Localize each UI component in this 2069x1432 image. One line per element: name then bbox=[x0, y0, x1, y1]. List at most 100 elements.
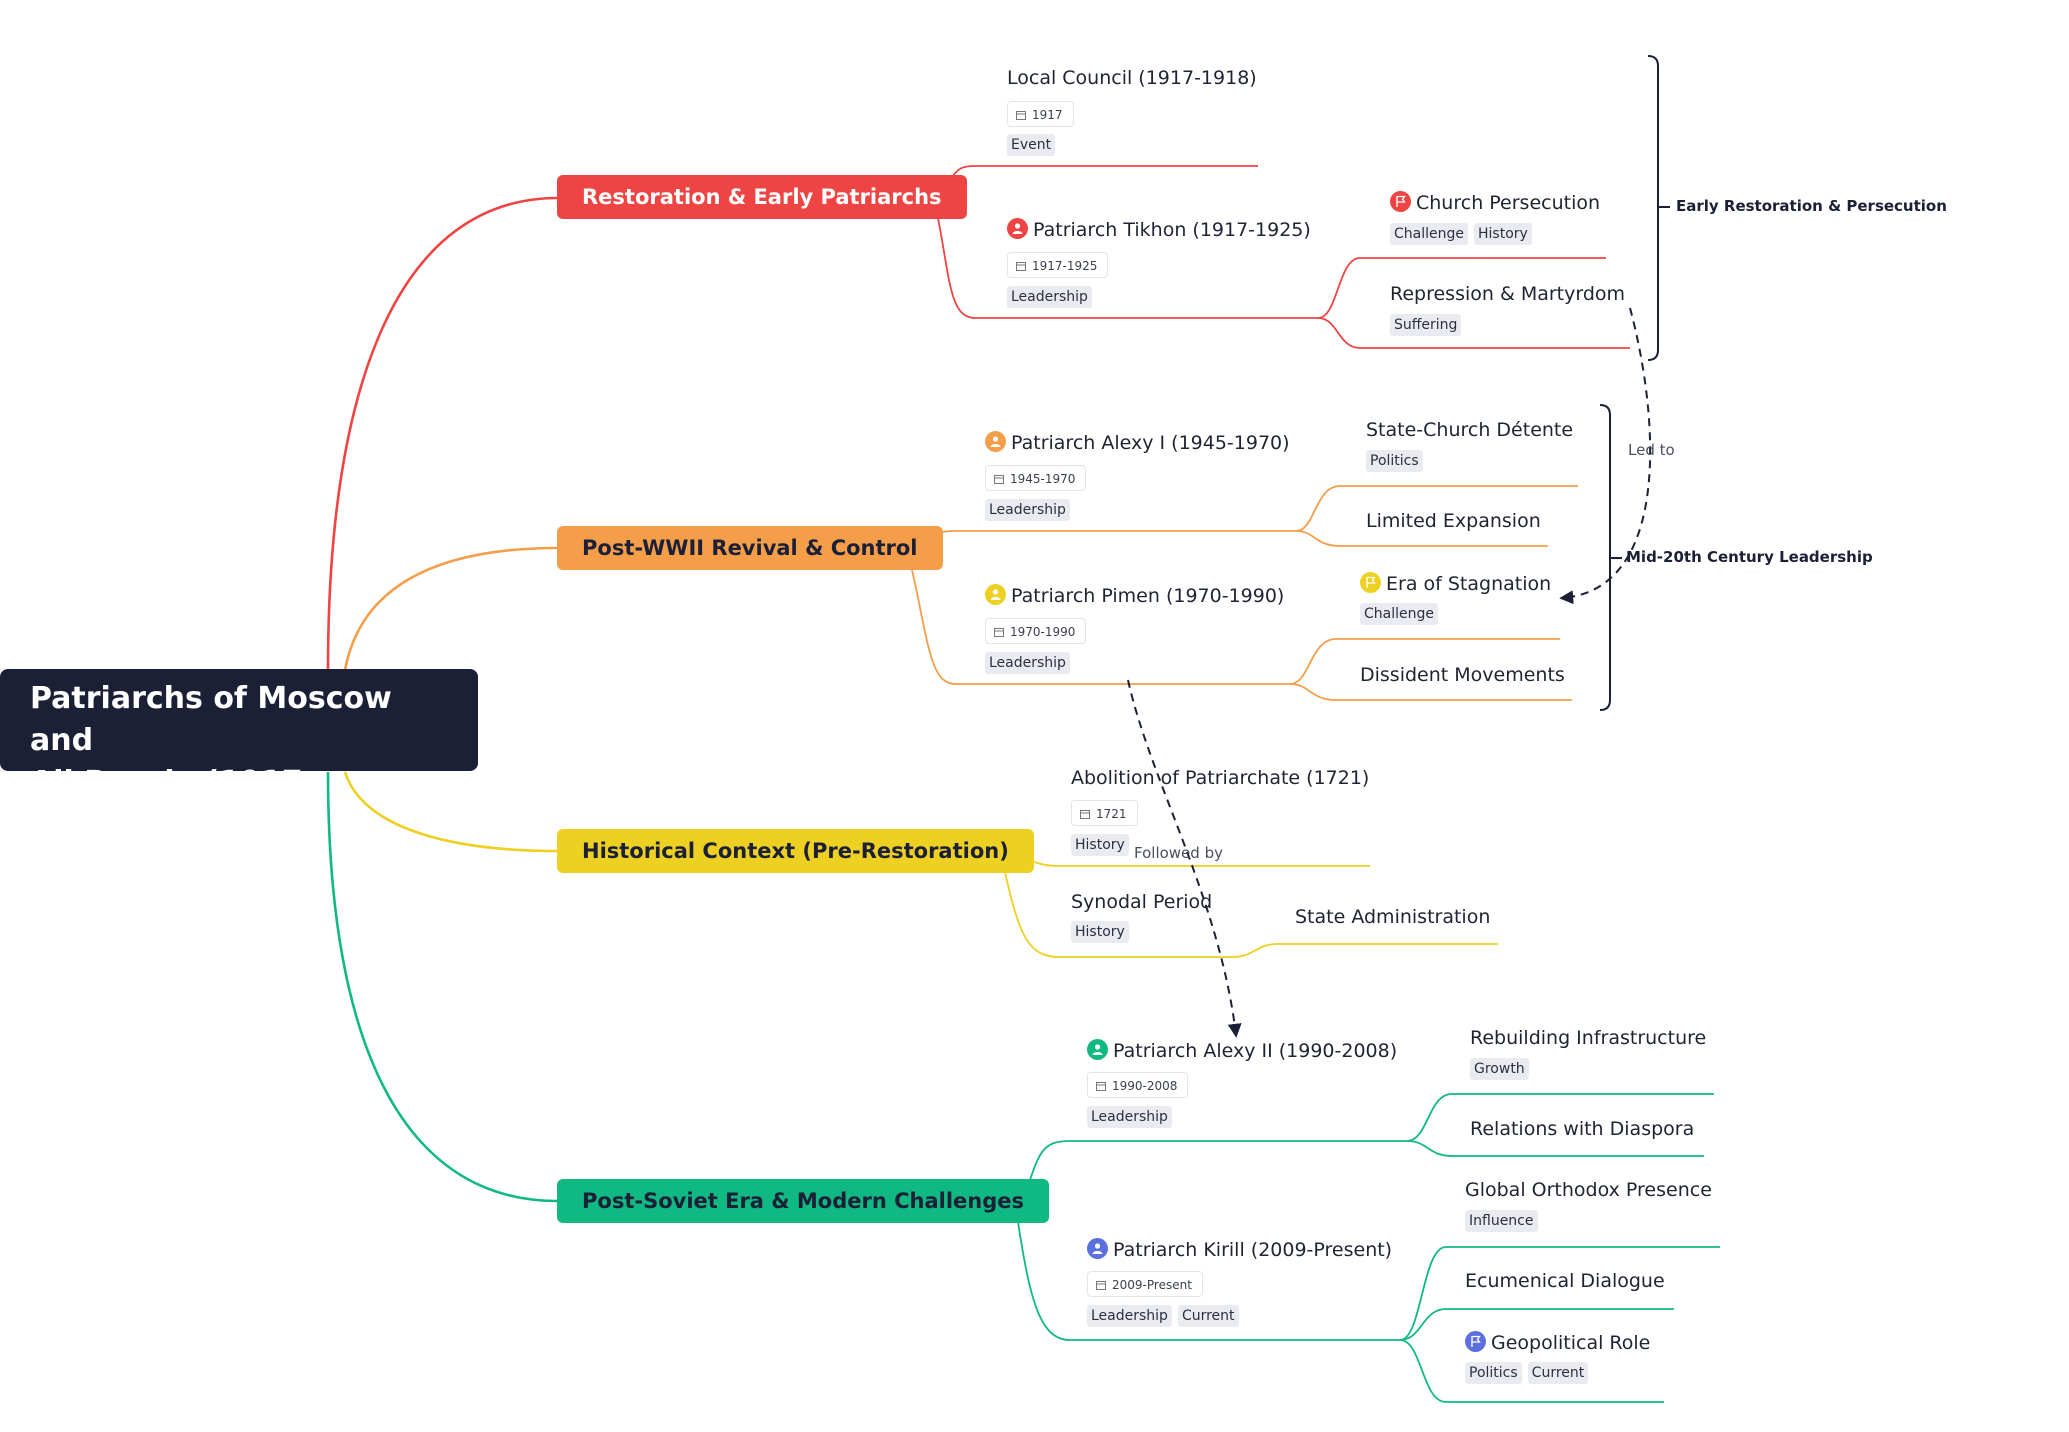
node-ecumenical-dialogue[interactable]: Ecumenical Dialogue bbox=[1465, 1269, 1665, 1293]
node-label: Global Orthodox Presence bbox=[1465, 1179, 1712, 1201]
person-icon bbox=[985, 431, 1006, 452]
date-badge: 1970-1990 bbox=[985, 618, 1087, 644]
group-label-mid-century: Mid-20th Century Leadership bbox=[1626, 548, 1873, 566]
tag-list: Leadership bbox=[985, 499, 1076, 521]
root-title-line1: Patriarchs of Moscow and bbox=[30, 681, 392, 758]
node-rebuilding-infrastructure[interactable]: Rebuilding Infrastructure bbox=[1470, 1026, 1706, 1050]
calendar-icon bbox=[1016, 262, 1026, 271]
tag-list: Leadership bbox=[1087, 1106, 1178, 1128]
branch-restoration[interactable]: Restoration & Early Patriarchs bbox=[557, 175, 967, 219]
node-relations-diaspora[interactable]: Relations with Diaspora bbox=[1470, 1117, 1694, 1141]
node-label: Abolition of Patriarchate (1721) bbox=[1071, 767, 1370, 789]
node-alexy-i[interactable]: Patriarch Alexy I (1945-1970) bbox=[985, 431, 1290, 455]
group-brackets bbox=[1599, 55, 1670, 711]
branch-historical-context[interactable]: Historical Context (Pre-Restoration) bbox=[557, 829, 1034, 873]
tag: Leadership bbox=[1087, 1106, 1172, 1128]
branch-edges bbox=[911, 165, 1720, 1403]
tag: Event bbox=[1007, 134, 1056, 156]
date-badge: 1945-1970 bbox=[985, 465, 1087, 491]
tag: Challenge bbox=[1390, 223, 1468, 245]
node-label: Ecumenical Dialogue bbox=[1465, 1270, 1665, 1292]
node-tikhon[interactable]: Patriarch Tikhon (1917-1925) bbox=[1007, 218, 1311, 242]
tag: Leadership bbox=[1087, 1305, 1172, 1327]
date-text: 2009-Present bbox=[1112, 1278, 1192, 1292]
tag-list: Politics bbox=[1366, 450, 1429, 472]
tag-list: Suffering bbox=[1390, 314, 1467, 336]
flag-icon bbox=[1360, 572, 1381, 593]
node-abolition[interactable]: Abolition of Patriarchate (1721) bbox=[1071, 766, 1369, 790]
date-badge: 1721 bbox=[1071, 800, 1138, 826]
root-node[interactable]: Patriarchs of Moscow and All Russia (191… bbox=[0, 669, 478, 842]
tag: Current bbox=[1527, 1362, 1589, 1384]
flag-icon bbox=[1390, 191, 1411, 212]
node-label: Era of Stagnation bbox=[1386, 573, 1552, 595]
date-text: 1970-1990 bbox=[1010, 625, 1076, 639]
tag: Current bbox=[1177, 1305, 1239, 1327]
tag-list: History bbox=[1071, 834, 1135, 856]
node-limited-expansion[interactable]: Limited Expansion bbox=[1366, 509, 1541, 533]
node-label: Patriarch Kirill (2009-Present) bbox=[1113, 1239, 1393, 1261]
node-label: Relations with Diaspora bbox=[1470, 1118, 1695, 1140]
relation-arrows bbox=[1127, 307, 1652, 1038]
tag-list: Leadership bbox=[985, 652, 1076, 674]
tag: Politics bbox=[1366, 450, 1423, 472]
person-icon bbox=[1087, 1039, 1108, 1060]
tag: Challenge bbox=[1360, 603, 1438, 625]
tag-list: Leadership bbox=[1007, 286, 1098, 308]
flag-icon bbox=[1465, 1331, 1486, 1352]
node-label: Geopolitical Role bbox=[1491, 1332, 1651, 1354]
node-label: Patriarch Alexy II (1990-2008) bbox=[1113, 1040, 1398, 1062]
person-icon bbox=[1007, 218, 1028, 239]
node-global-orthodox-presence[interactable]: Global Orthodox Presence bbox=[1465, 1178, 1712, 1202]
tag-list: Event bbox=[1007, 134, 1061, 156]
node-label: Local Council (1917-1918) bbox=[1007, 67, 1257, 89]
node-church-persecution[interactable]: Church Persecution bbox=[1390, 191, 1600, 215]
date-badge: 1917-1925 bbox=[1007, 252, 1109, 278]
tag: History bbox=[1071, 921, 1129, 943]
tag: History bbox=[1071, 834, 1129, 856]
calendar-icon bbox=[1016, 111, 1026, 120]
node-repression[interactable]: Repression & Martyrdom bbox=[1390, 282, 1625, 306]
branch-post-soviet[interactable]: Post-Soviet Era & Modern Challenges bbox=[557, 1179, 1050, 1223]
calendar-icon bbox=[994, 475, 1004, 484]
node-dissident-movements[interactable]: Dissident Movements bbox=[1360, 663, 1565, 687]
date-badge: 1917 bbox=[1007, 101, 1074, 127]
tag: Leadership bbox=[985, 652, 1070, 674]
node-label: State-Church Détente bbox=[1366, 419, 1574, 441]
node-era-of-stagnation[interactable]: Era of Stagnation bbox=[1360, 572, 1551, 596]
calendar-icon bbox=[994, 628, 1004, 637]
date-badge: 2009-Present bbox=[1087, 1271, 1203, 1297]
date-text: 1990-2008 bbox=[1112, 1079, 1178, 1093]
date-text: 1721 bbox=[1096, 807, 1127, 821]
tag: Growth bbox=[1470, 1058, 1529, 1080]
date-text: 1917-1925 bbox=[1032, 259, 1098, 273]
node-geopolitical-role[interactable]: Geopolitical Role bbox=[1465, 1331, 1650, 1355]
date-text: 1917 bbox=[1032, 108, 1063, 122]
calendar-icon bbox=[1096, 1082, 1106, 1091]
node-label: State Administration bbox=[1295, 906, 1491, 928]
node-kirill[interactable]: Patriarch Kirill (2009-Present) bbox=[1087, 1238, 1392, 1262]
date-text: 1945-1970 bbox=[1010, 472, 1076, 486]
root-title-line2: All Russia (1917-Present) bbox=[30, 765, 316, 842]
node-synodal-period[interactable]: Synodal Period bbox=[1071, 890, 1212, 914]
node-label: Church Persecution bbox=[1416, 192, 1601, 214]
node-state-administration[interactable]: State Administration bbox=[1295, 905, 1490, 929]
tag-list: Growth bbox=[1470, 1058, 1535, 1080]
tag-list: History bbox=[1071, 921, 1135, 943]
node-alexy-ii[interactable]: Patriarch Alexy II (1990-2008) bbox=[1087, 1039, 1397, 1063]
branch-post-wwii[interactable]: Post-WWII Revival & Control bbox=[557, 526, 943, 570]
group-label-early-restoration: Early Restoration & Persecution bbox=[1676, 197, 1947, 215]
node-label: Limited Expansion bbox=[1366, 510, 1541, 532]
node-detente[interactable]: State-Church Détente bbox=[1366, 418, 1573, 442]
tag: Leadership bbox=[1007, 286, 1092, 308]
node-pimen[interactable]: Patriarch Pimen (1970-1990) bbox=[985, 584, 1284, 608]
tag-list: Influence bbox=[1465, 1210, 1544, 1232]
node-local-council[interactable]: Local Council (1917-1918) bbox=[1007, 66, 1257, 90]
tag: Suffering bbox=[1390, 314, 1462, 336]
tag: Leadership bbox=[985, 499, 1070, 521]
node-label: Patriarch Alexy I (1945-1970) bbox=[1011, 432, 1290, 454]
node-label: Dissident Movements bbox=[1360, 664, 1565, 686]
